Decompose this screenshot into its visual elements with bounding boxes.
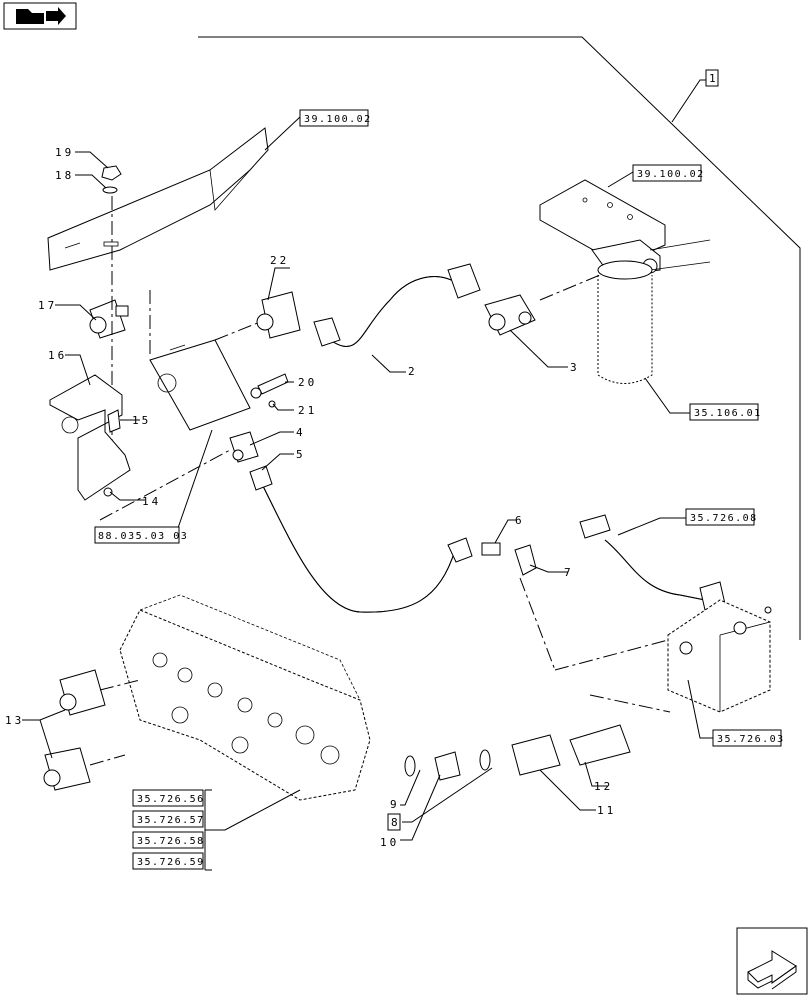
svg-text:39.100.02: 39.100.02	[637, 169, 705, 180]
svg-text:35.106.01: 35.106.01	[694, 408, 762, 419]
reference-box-39-100-02-a[interactable]: 39.100.02	[299, 109, 372, 127]
svg-text:35.726.08: 35.726.08	[690, 513, 758, 524]
reference-box-35-726-58[interactable]: 35.726.58	[132, 831, 205, 849]
coupling-parts	[404, 724, 631, 781]
callout-18[interactable]: 18	[55, 169, 74, 182]
svg-text:35.726.59: 35.726.59	[137, 857, 205, 868]
reference-box-88-035-03-03[interactable]: 88.035.03 03	[94, 526, 188, 544]
callout-9[interactable]: 9	[390, 798, 400, 811]
callout-16[interactable]: 16	[48, 349, 67, 362]
reference-box-39-100-02-b[interactable]: 39.100.02	[632, 164, 705, 182]
callout-5[interactable]: 5	[296, 448, 306, 461]
reference-box-35-726-57[interactable]: 35.726.57	[132, 810, 205, 828]
callout-1[interactable]: 1	[705, 69, 719, 87]
reference-box-35-726-59[interactable]: 35.726.59	[132, 852, 205, 870]
upper-bracket	[47, 127, 269, 271]
reference-box-35-106-01[interactable]: 35.106.01	[689, 403, 762, 421]
reference-box-35-726-03[interactable]: 35.726.03	[712, 729, 785, 747]
fitting-22	[256, 291, 301, 339]
hose-35-726-08	[579, 514, 726, 611]
reference-box-35-726-56[interactable]: 35.726.56	[132, 789, 205, 807]
hose-2	[313, 263, 481, 347]
filter-canister	[597, 260, 653, 384]
callout-22[interactable]: 22	[270, 254, 289, 267]
callout-11[interactable]: 11	[597, 804, 616, 817]
callout-2[interactable]: 2	[408, 365, 418, 378]
callout-6[interactable]: 6	[515, 514, 525, 527]
callout-10[interactable]: 10	[380, 836, 399, 849]
callout-7[interactable]: 7	[564, 566, 574, 579]
callout-3[interactable]: 3	[570, 361, 580, 374]
solenoid-fittings-13	[43, 669, 106, 791]
svg-text:1: 1	[709, 72, 719, 85]
fittings-6-7	[481, 542, 537, 576]
callout-21[interactable]: 21	[298, 404, 317, 417]
callout-20[interactable]: 20	[298, 376, 317, 389]
callout-8[interactable]: 8	[387, 813, 401, 831]
callout-17[interactable]: 17	[38, 299, 57, 312]
callout-4[interactable]: 4	[296, 426, 306, 439]
callout-19[interactable]: 19	[55, 146, 74, 159]
callout-12[interactable]: 12	[594, 780, 613, 793]
assembly-boundary	[198, 36, 801, 640]
leader-lines	[22, 79, 714, 871]
connection-lines	[89, 274, 671, 766]
valve-block	[667, 599, 772, 713]
hose-5	[249, 465, 473, 613]
callout-14[interactable]: 14	[142, 495, 161, 508]
svg-text:8: 8	[391, 816, 401, 829]
svg-text:88.035.03 03: 88.035.03 03	[98, 531, 188, 542]
book-icon[interactable]	[3, 2, 77, 30]
fitting-4	[229, 431, 259, 463]
svg-text:35.726.57: 35.726.57	[137, 815, 205, 826]
callout-15[interactable]: 15	[132, 414, 151, 427]
callout-13[interactable]: 13	[5, 714, 24, 727]
tee-fitting-3	[484, 294, 536, 336]
svg-text:35.726.03: 35.726.03	[717, 734, 785, 745]
bolt-20-washer-21	[250, 373, 289, 408]
svg-text:35.726.58: 35.726.58	[137, 836, 205, 847]
reference-box-35-726-08[interactable]: 35.726.08	[685, 508, 758, 526]
svg-text:35.726.56: 35.726.56	[137, 794, 205, 805]
valve-plate	[149, 339, 251, 431]
control-valve-bank	[119, 594, 371, 801]
fitting-17	[89, 299, 129, 339]
svg-text:39.100.02: 39.100.02	[304, 114, 372, 125]
screws-14-15	[103, 409, 121, 497]
next-page-arrow-icon[interactable]	[736, 927, 808, 995]
mounting-bracket-16	[49, 374, 131, 501]
